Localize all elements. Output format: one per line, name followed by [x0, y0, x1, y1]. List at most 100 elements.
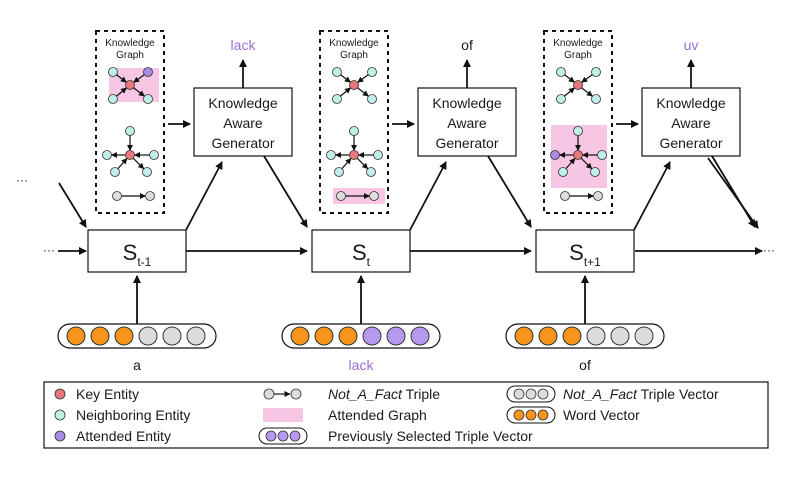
graph-edge — [117, 157, 128, 170]
generator-label-line3: Generator — [659, 135, 722, 151]
neighbor-entity-node — [143, 94, 153, 104]
graph-edge — [565, 157, 576, 170]
neighbor-entity-node — [110, 167, 120, 177]
state-label-main: S — [352, 240, 367, 265]
graph-edge — [132, 157, 145, 170]
graph-edge — [581, 74, 593, 83]
neighbor-entity-node — [332, 67, 342, 77]
graph-edge — [133, 74, 145, 83]
generator-label-line2: Aware — [447, 115, 487, 131]
neighbor-entity-node — [108, 67, 118, 77]
generator-box — [417, 87, 517, 157]
output-word: uv — [684, 37, 699, 53]
legend-key-entity-icon — [54, 388, 66, 400]
legend-attended-entity-label: Attended Entity — [76, 428, 171, 444]
graph-edge — [357, 87, 369, 97]
state-label-main: S — [123, 240, 138, 265]
not-a-fact-node — [112, 191, 122, 201]
outgoing-diagonal-arrow — [707, 157, 759, 229]
knowledge-graph-title-line1: Knowledge — [553, 38, 603, 49]
legend-key-entity-label: Key Entity — [76, 386, 139, 402]
not-a-fact-node — [336, 191, 346, 201]
knowledge-graph-title-line2: Graph — [564, 50, 592, 61]
knowledge-graph-title-line1: Knowledge — [329, 38, 379, 49]
state-to-generator-arrow — [633, 161, 671, 231]
graph-edge — [116, 87, 127, 97]
key-entity-node — [125, 80, 135, 90]
generator-to-next-state-arrow — [487, 155, 532, 228]
neighbor-entity-node — [334, 167, 344, 177]
not-a-fact-vector-cell — [634, 326, 654, 346]
neighbor-entity-node — [149, 150, 159, 160]
knowledge-graph-title-line2: Graph — [340, 50, 368, 61]
neighbor-entity-node — [558, 167, 568, 177]
state-label-main: S — [569, 240, 584, 265]
legend-not-a-fact-vector-icon — [506, 385, 556, 403]
word-vector-cell — [290, 326, 310, 346]
selected-triple-vector-cell — [362, 326, 382, 346]
state-label-subscript: t+1 — [584, 255, 601, 269]
output-word: of — [461, 37, 473, 53]
output-word: lack — [231, 37, 257, 53]
generator-label-line2: Aware — [671, 115, 711, 131]
graph-edge — [340, 74, 351, 83]
legend-box — [43, 381, 769, 449]
selected-triple-vector-cell — [386, 326, 406, 346]
not-a-fact-node — [560, 191, 570, 201]
legend-selected-triple-vector-label: Previously Selected Triple Vector — [328, 428, 533, 444]
hidden-state: St-1 — [87, 229, 187, 273]
graph-edge — [357, 74, 369, 83]
graph-edge — [356, 157, 369, 170]
neighbor-entity-node — [102, 150, 112, 160]
attended-entity-node — [550, 150, 560, 160]
state-to-generator-arrow — [409, 161, 447, 231]
graph-edge — [340, 87, 351, 97]
generator-label-line1: Knowledge — [208, 95, 277, 111]
state-box — [311, 229, 411, 273]
word-vector-cell — [66, 326, 86, 346]
state-label-subscript: t-1 — [137, 255, 151, 269]
state-box — [535, 229, 635, 273]
neighbor-entity-node — [590, 167, 600, 177]
legend-not-a-fact-vector-label: Not_A_Fact Triple Vector — [563, 386, 719, 402]
not-a-fact-vector-cell — [138, 326, 158, 346]
leading-ellipsis-mid: ··· — [43, 243, 55, 257]
graph-edge — [564, 74, 575, 83]
neighbor-entity-node — [556, 67, 566, 77]
legend-word-vector-label: Word Vector — [563, 407, 640, 423]
knowledge-graph-border — [95, 30, 165, 214]
legend: Key Entity Neighboring Entity Attended E… — [43, 381, 769, 449]
attended-entity-node — [143, 67, 153, 77]
key-entity-node — [573, 150, 583, 160]
legend-not-a-fact-triple-label: Not_A_Fact Triple — [328, 386, 440, 402]
input-vector: a — [57, 275, 217, 373]
neighbor-entity-node — [556, 94, 566, 104]
state-to-generator-arrow — [185, 161, 223, 231]
neighbor-entity-node — [591, 94, 601, 104]
graph-edge — [564, 87, 575, 97]
graph-edge — [341, 157, 352, 170]
input-vector: of — [505, 275, 665, 373]
trailing-ellipsis: ··· — [763, 243, 775, 257]
knowledge-graph-border — [319, 30, 389, 214]
word-vector-cell — [314, 326, 334, 346]
input-vector: lack — [281, 275, 441, 373]
generator-label-line3: Generator — [435, 135, 498, 151]
time-step-2: KnowledgeGraphKnowledgeAwareGeneratoruvS… — [505, 30, 756, 373]
neighbor-entity-node — [373, 150, 383, 160]
legend-selected-triple-vector-icon — [258, 427, 308, 445]
key-entity-node — [573, 80, 583, 90]
input-word: a — [133, 357, 141, 373]
generator-label-line1: Knowledge — [656, 95, 725, 111]
state-box — [87, 229, 187, 273]
knowledge-graph-title-line1: Knowledge — [105, 38, 155, 49]
legend-attended-entity-icon — [54, 430, 66, 442]
hidden-state: St — [311, 229, 411, 273]
generator-label-line3: Generator — [211, 135, 274, 151]
not-a-fact-vector-cell — [186, 326, 206, 346]
input-word: of — [579, 357, 591, 373]
